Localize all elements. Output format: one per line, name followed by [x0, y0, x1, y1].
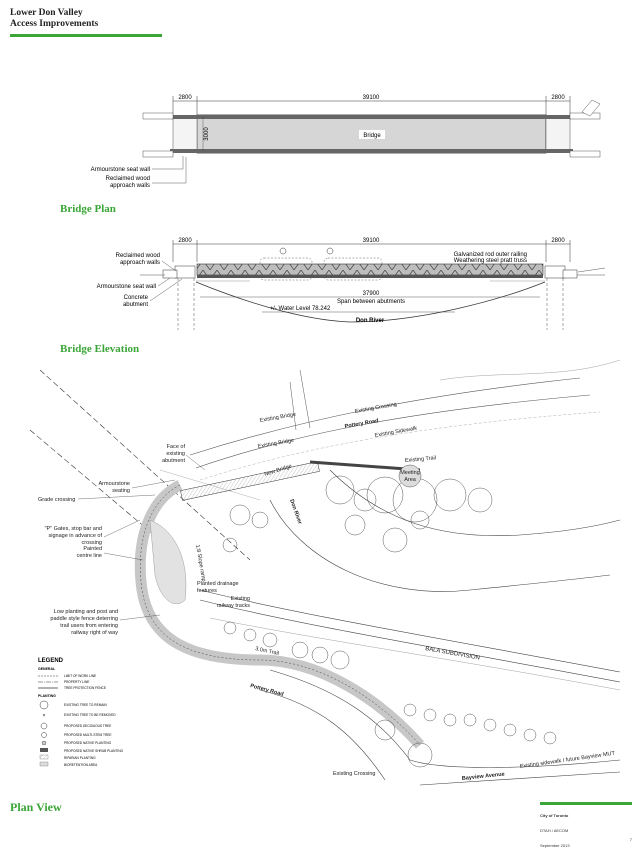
elev-concrete-2: abutment — [123, 302, 148, 308]
elev-rod-1: Galvanized rod outer railing — [454, 252, 527, 258]
pv-lowplant-3: trail users from entering — [60, 623, 118, 629]
legend-item-0: LIMIT OF WORK LINE — [64, 674, 96, 678]
footer-rule — [540, 802, 632, 805]
pv-face-abutment-1: Face of — [167, 444, 186, 450]
pv-painted-1: Painted — [83, 546, 102, 552]
pv-painted-2: centre line — [77, 553, 102, 559]
pv-lowplant-2: paddle style fence deterring — [50, 616, 118, 622]
pv-future-mut: Existing sidewalk / future Bayview MUT — [519, 751, 616, 770]
elev-dim-center: 39100 — [363, 238, 380, 244]
elev-rod-2: Weathering steel pratt truss — [454, 258, 527, 264]
pv-meeting-2: Area — [404, 477, 417, 483]
pv-face-abutment-3: abutment — [162, 458, 185, 464]
legend-item-4: EXISTING TREE TO BE REMOVED — [64, 713, 116, 717]
plan-view-drawing: Existing Bridge Existing Crossing Potter… — [29, 359, 621, 786]
pv-armour-1: Armourstone — [99, 481, 131, 487]
pv-tracks-1: Existing — [231, 596, 250, 602]
legend-item-9: RIPARIAN PLANTING — [64, 756, 96, 760]
pv-existing-crossing-bottom: Existing Crossing — [333, 771, 376, 777]
pv-existing-sidewalk: Existing Sidewalk — [374, 426, 417, 439]
pv-existing-bridge-2: Existing Bridge — [257, 438, 294, 450]
bridge-plan-drawing: 2800 39100 2800 3000 Bridge Armourstone … — [91, 95, 601, 189]
pv-lowplant-1: Low planting and post and — [54, 609, 118, 615]
plan-callout-seat-wall: Armourstone seat wall — [91, 167, 150, 173]
legend-title: LEGEND — [38, 658, 64, 664]
elev-wood-2: approach walls — [120, 260, 160, 266]
plan-dim-left: 2800 — [178, 95, 192, 101]
title-line-1: Lower Don Valley — [10, 8, 83, 18]
plan-view-heading: Plan View — [10, 800, 62, 814]
elev-span-value: 37900 — [363, 291, 380, 297]
elev-wood-1: Reclaimed wood — [116, 253, 160, 259]
plan-bridge-label: Bridge — [363, 133, 381, 139]
pv-p-gates-1: "P" Gates, stop bar and — [45, 526, 102, 532]
pv-lowplant-4: railway right of way — [71, 630, 118, 636]
legend-item-2: TREE PROTECTION FENCE — [64, 686, 106, 690]
legend-item-8: PROPOSED NATIVE SHRUB PLANTING — [64, 749, 124, 753]
document-header: Lower Don Valley Access Improvements — [10, 8, 162, 37]
elev-dim-right: 2800 — [551, 238, 565, 244]
legend-item-5: PROPOSED DECIDUOUS TREE — [64, 724, 111, 728]
legend-x-icon: × — [43, 713, 46, 719]
pv-existing-trail: Existing Trail — [405, 455, 437, 464]
pv-ramp: 1:8 Slope ramp — [194, 544, 206, 582]
pv-meeting-1: Meeting — [400, 470, 420, 476]
legend-item-1: PROPERTY LINE — [64, 680, 89, 684]
footer-date: September 2013 — [540, 843, 570, 848]
elev-span-label: Span between abutments — [337, 299, 405, 305]
plan-callout-wood-2: approach walls — [110, 183, 150, 189]
pv-existing-crossing-top: Existing Crossing — [354, 402, 397, 415]
page-number: 7 — [629, 837, 632, 842]
legend-item-10: BIORETENTION AREA — [64, 763, 98, 767]
pv-tracks-2: railway tracks — [217, 603, 251, 609]
pv-don-river: Don River — [288, 499, 303, 526]
elev-dim-left: 2800 — [178, 238, 192, 244]
footer-org: City of Toronto — [540, 813, 569, 818]
pv-p-gates-3: crossing — [82, 540, 102, 546]
bridge-elevation-drawing: 2800 39100 2800 37900 Span between abutm… — [97, 238, 606, 330]
legend-general: GENERAL — [38, 667, 56, 671]
pv-bayview: Bayview Avenue — [462, 772, 505, 782]
legend-planting: PLANTING — [38, 694, 56, 698]
elev-river-label: Don River — [356, 318, 385, 324]
document-footer: City of Toronto DTAH / AECOM September 2… — [540, 802, 632, 858]
pv-p-gates-2: signage in advance of — [48, 533, 102, 539]
elev-seat-wall: Armourstone seat wall — [97, 284, 156, 290]
title-line-2: Access Improvements — [10, 19, 99, 29]
pv-bala: BALA SUBDIVISION — [425, 646, 481, 662]
plan-dim-width: 3000 — [204, 127, 210, 141]
pv-armour-2: seating — [112, 488, 130, 494]
pv-drainage-2: features — [197, 588, 217, 594]
legend: LEGEND GENERAL LIMIT OF WORK LINE PROPER… — [38, 658, 124, 767]
legend-item-3: EXISTING TREE TO REMAIN — [64, 703, 107, 707]
bridge-plan-heading: Bridge Plan — [60, 203, 116, 215]
pv-existing-bridge-1: Existing Bridge — [259, 412, 296, 424]
header-rule — [10, 34, 162, 37]
pv-pottery-road-top: Pottery Road — [344, 418, 379, 430]
elev-water-level: +/- Water Level 78.242 — [270, 306, 331, 312]
plan-dim-right: 2800 — [551, 95, 565, 101]
legend-item-7: PROPOSED NATIVE PLANTING — [64, 741, 112, 745]
pv-trail-3m: 3.0m Trail — [255, 646, 280, 657]
pv-pottery-road-bottom: Pottery Road — [249, 683, 284, 698]
legend-item-6: PROPOSED MULTI-STEM TREE — [64, 733, 112, 737]
plan-callout-wood-1: Reclaimed wood — [106, 176, 150, 182]
plan-dim-center: 39100 — [363, 95, 380, 101]
pv-grade-crossing: Grade crossing — [38, 497, 75, 503]
bridge-elevation-heading: Bridge Elevation — [60, 343, 140, 355]
footer-firm: DTAH / AECOM — [540, 828, 569, 833]
pv-face-abutment-2: existing — [166, 451, 185, 457]
pv-drainage-1: Planted drainage — [197, 581, 239, 587]
elev-concrete-1: Concrete — [124, 295, 149, 301]
